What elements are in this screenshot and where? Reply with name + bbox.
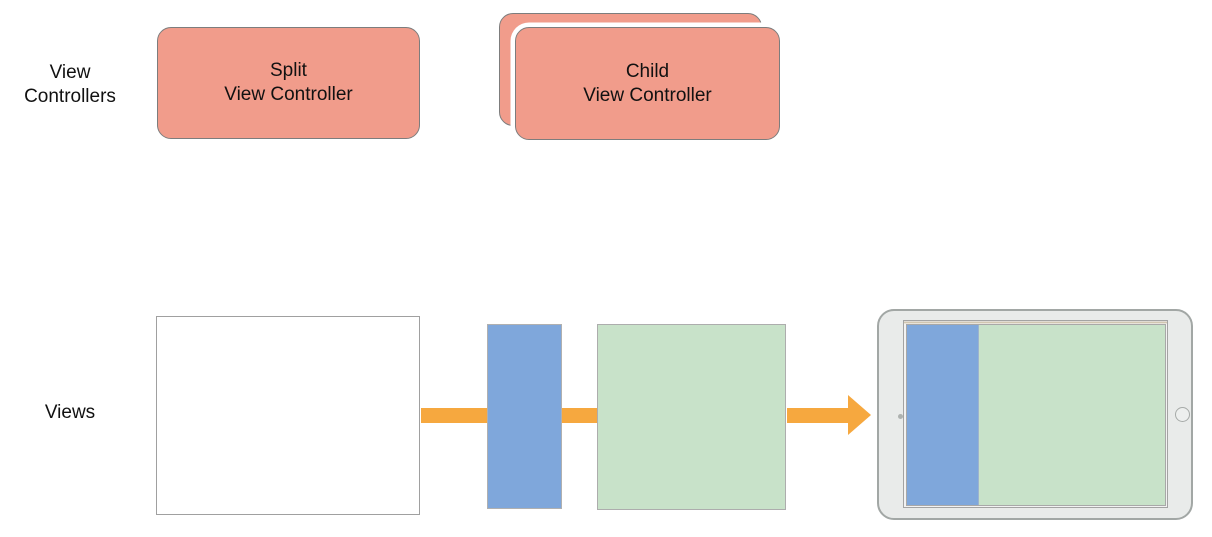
screen-content-view [979, 325, 1165, 505]
camera-icon [898, 414, 903, 419]
home-button-icon [1175, 407, 1190, 422]
flow-arrow-2-shaft [787, 408, 849, 423]
primary-sidebar-view [487, 324, 562, 509]
child-view-controller-label: Child View Controller [583, 60, 712, 106]
label-view-controllers: View Controllers [24, 62, 116, 107]
flow-arrow-2-head [848, 395, 871, 435]
secondary-content-view [597, 324, 786, 510]
screen-sidebar-view [907, 325, 979, 505]
child-view-controller-box: Child View Controller [515, 27, 780, 140]
ipad-screen [903, 320, 1168, 508]
split-view-controller-label: Split View Controller [224, 60, 353, 105]
split-view-controller-box: Split View Controller [157, 27, 420, 139]
ipad-device [877, 309, 1193, 520]
screen-top-bar [904, 321, 1167, 324]
label-views: Views [44, 402, 96, 423]
screen-content [906, 324, 1166, 506]
split-view-frame [156, 316, 420, 515]
